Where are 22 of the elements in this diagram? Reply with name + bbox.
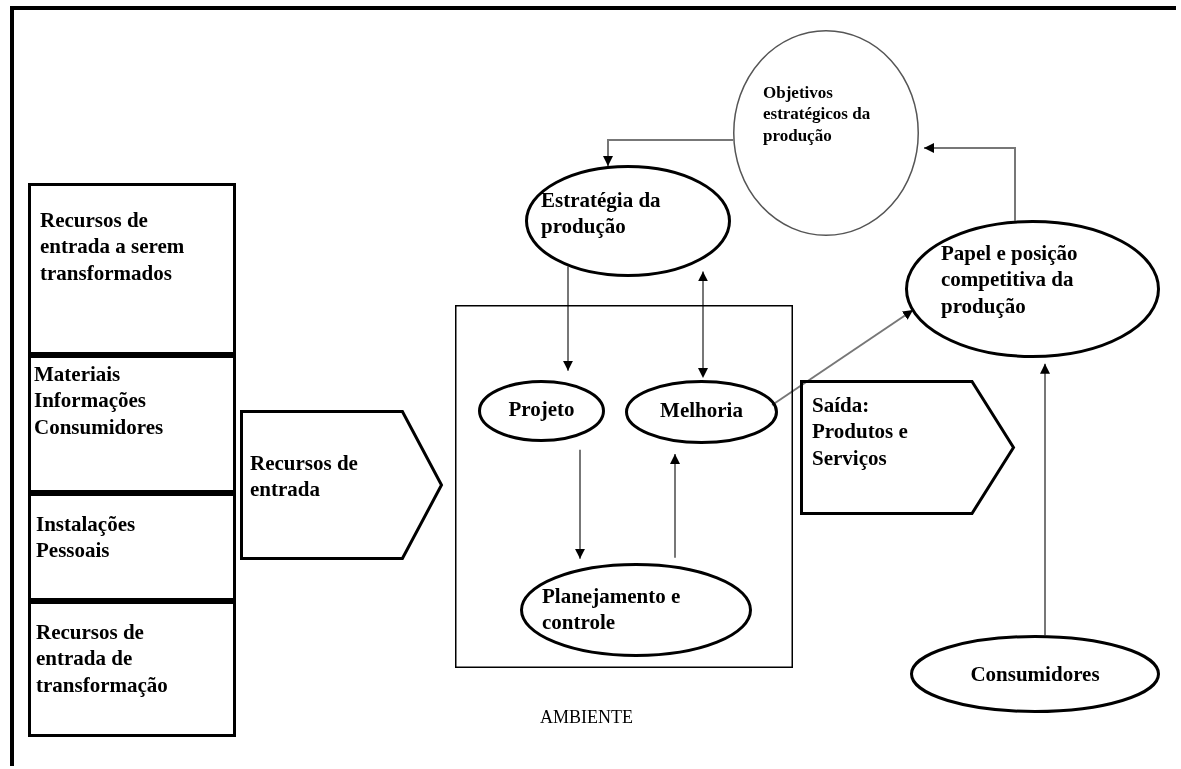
node-label: Projeto [507,396,576,423]
arrow [698,270,708,378]
node-label: Materiais Informações Consumidores [34,361,165,440]
arrow [771,309,915,406]
arrow [603,139,735,168]
node-label: Papel e posição competitiva da produção [941,240,1079,319]
node-label: Recursos de entrada a serem transformados [40,207,186,286]
node-label: Instalações Pessoais [36,511,137,564]
environment-label: AMBIENTE [540,706,633,729]
node-label: Estratégia da produção [541,187,662,240]
arrow [1040,362,1050,637]
arrow [923,143,1016,222]
node-label: Recursos de entrada [250,450,359,503]
arrow [575,448,585,560]
node-label: Saída: Produtos e Serviços [812,392,909,471]
node-label: Planejamento e controle [542,583,682,636]
node-label: Consumidores [969,661,1101,688]
node-label: Objetivos estratégicos da produção [763,82,872,146]
arrow [563,265,573,372]
arrow [670,453,680,559]
node-label: Melhoria [659,397,744,424]
node-label: Recursos de entrada de transformação [36,619,169,698]
